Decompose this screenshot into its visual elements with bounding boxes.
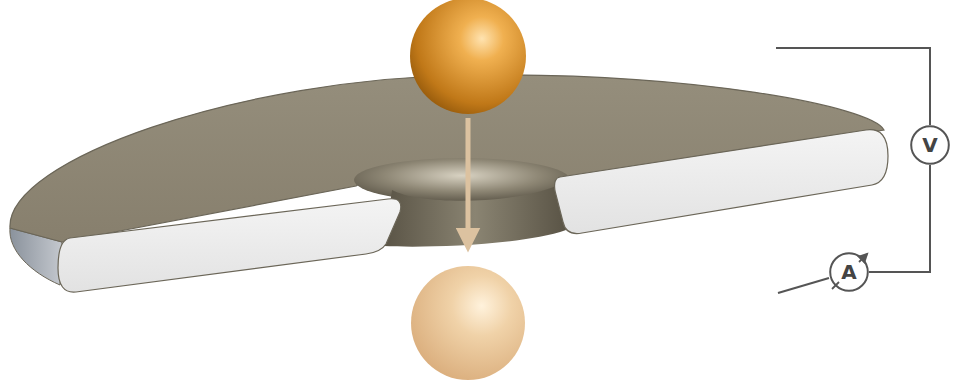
meter-letter: A bbox=[841, 262, 856, 282]
charged-sphere-after bbox=[411, 266, 525, 380]
wire bbox=[869, 165, 930, 272]
voltmeter-symbol: V bbox=[910, 125, 950, 165]
meter-letter: V bbox=[922, 135, 937, 155]
ring-cut-face bbox=[58, 199, 401, 292]
motion-arrow bbox=[466, 118, 471, 240]
meter-outline bbox=[830, 253, 868, 291]
ring-bore bbox=[384, 186, 566, 247]
charged-sphere bbox=[410, 0, 526, 114]
wire bbox=[776, 48, 930, 125]
ammeter-symbol: A bbox=[829, 252, 869, 292]
meter-needle bbox=[832, 282, 839, 289]
wire bbox=[778, 278, 829, 293]
meter-outline bbox=[911, 126, 949, 164]
ring-cut-face bbox=[555, 130, 888, 234]
meter-needle bbox=[859, 254, 867, 262]
